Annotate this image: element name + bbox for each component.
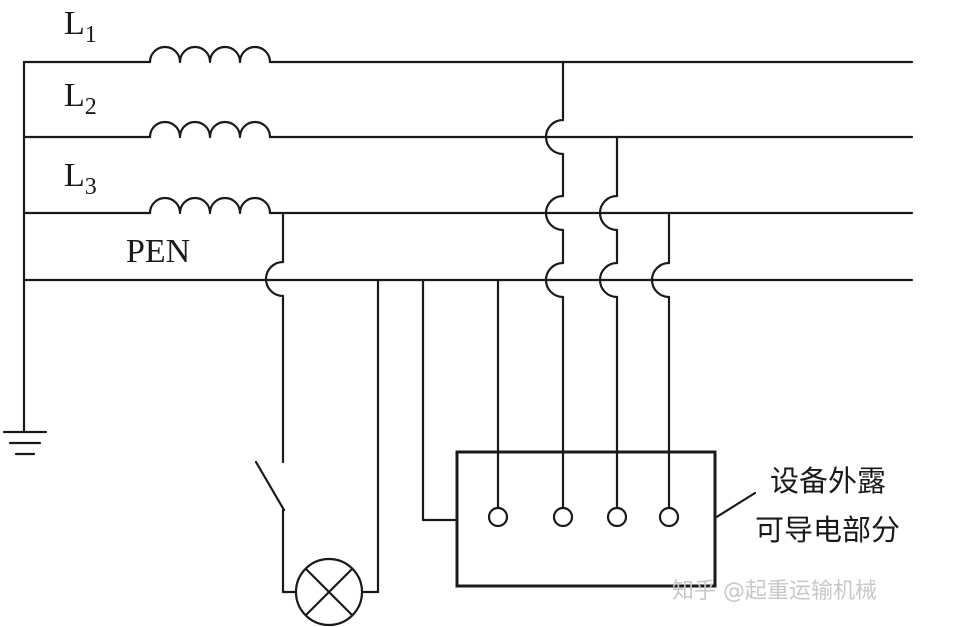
equipment-connections bbox=[421, 60, 671, 522]
label-l3: L3 bbox=[64, 157, 97, 200]
terminal-1 bbox=[487, 506, 509, 528]
watermark: 知乎 @起重运输机械 bbox=[672, 579, 877, 604]
lamp-icon bbox=[294, 557, 364, 627]
equipment-enclosure bbox=[455, 450, 717, 588]
annotation-line-2: 可导电部分 bbox=[755, 513, 900, 547]
winding-l3 bbox=[148, 196, 272, 215]
terminal-2 bbox=[552, 506, 574, 528]
label-l1: L1 bbox=[64, 5, 97, 48]
winding-l1 bbox=[148, 45, 272, 64]
annotation-leader bbox=[713, 491, 757, 520]
source-neutral-bus bbox=[22, 60, 152, 434]
lamp-circuit bbox=[254, 211, 380, 594]
winding-l2 bbox=[148, 120, 272, 139]
terminal-3 bbox=[606, 506, 628, 528]
earth-ground-icon bbox=[2, 430, 48, 456]
label-pen: PEN bbox=[126, 233, 190, 270]
terminal-4 bbox=[658, 506, 680, 528]
annotation-line-1: 设备外露 bbox=[770, 464, 886, 498]
label-l2: L2 bbox=[64, 77, 97, 120]
switch-blade bbox=[254, 460, 286, 512]
